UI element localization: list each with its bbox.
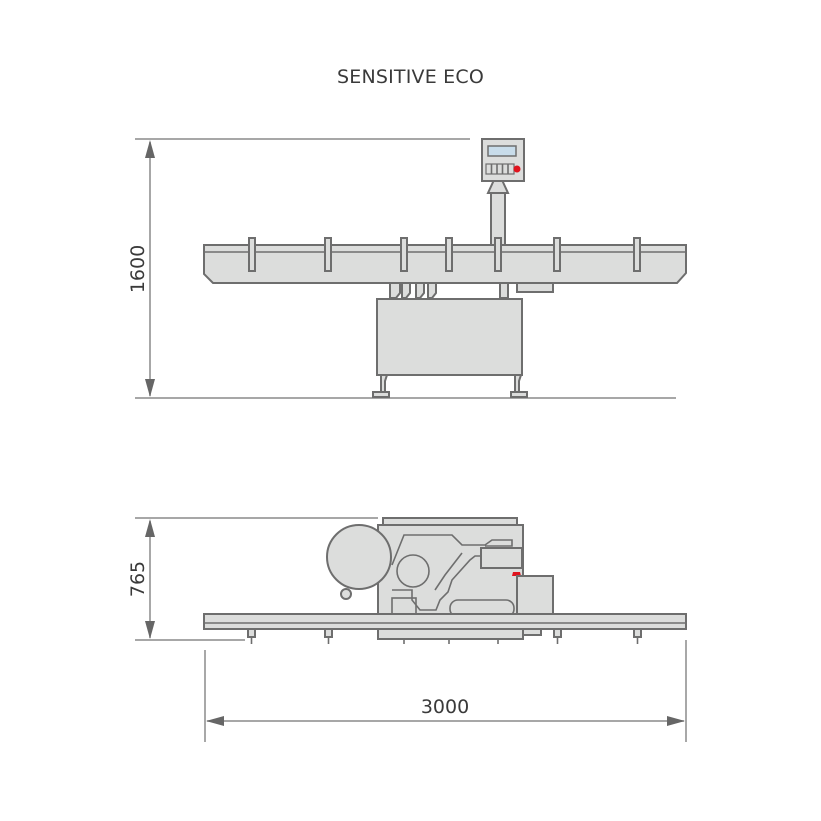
labeler-head xyxy=(326,517,554,618)
conveyor-feet xyxy=(247,628,642,644)
machine-body xyxy=(372,282,528,398)
width-dimension: 3000 xyxy=(204,640,687,742)
conveyor-side xyxy=(203,237,687,284)
conveyor-top xyxy=(203,613,687,644)
depth-label: 765 xyxy=(127,561,149,597)
depth-dimension: 765 xyxy=(127,517,378,641)
side-view: 1600 xyxy=(127,138,687,399)
control-panel xyxy=(481,138,525,246)
height-dimension: 1600 xyxy=(127,138,676,399)
top-view: 765 xyxy=(127,517,687,742)
drawing-title: SENSITIVE ECO xyxy=(336,66,485,88)
width-label: 3000 xyxy=(421,696,469,718)
height-label: 1600 xyxy=(127,245,149,293)
